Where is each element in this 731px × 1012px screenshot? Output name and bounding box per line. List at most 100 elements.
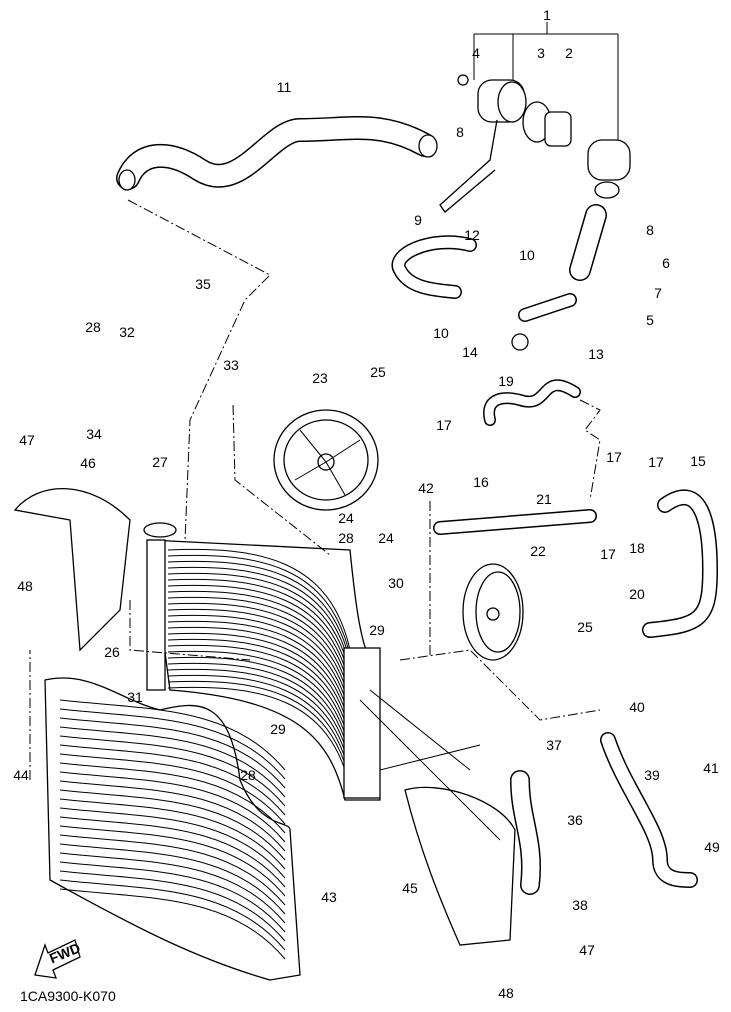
callout-35: 35 <box>195 276 211 292</box>
callout-21: 21 <box>536 491 552 507</box>
callout-4: 4 <box>472 45 480 61</box>
fan-22 <box>462 563 524 661</box>
radiator-fin <box>167 608 351 711</box>
radiator-fin <box>167 572 351 675</box>
callout-17: 17 <box>600 546 616 562</box>
radiator-fin <box>167 650 351 753</box>
callout-10: 10 <box>433 325 449 341</box>
grille-bar <box>59 843 286 915</box>
callout-39: 39 <box>644 767 660 783</box>
side-cover-46 <box>13 487 131 652</box>
grille-bar <box>59 852 286 924</box>
radiator-fin <box>167 614 351 717</box>
callout-49: 49 <box>704 839 720 855</box>
connection-line <box>29 399 601 780</box>
hose-6 <box>511 204 607 351</box>
radiator-fin <box>167 590 351 693</box>
callout-38: 38 <box>572 897 588 913</box>
grille-bar <box>59 771 286 843</box>
callout-15: 15 <box>690 453 706 469</box>
hose-36 <box>510 770 541 895</box>
grille-bar <box>59 735 286 807</box>
thermostat-housing <box>457 74 631 199</box>
grille-bar <box>59 762 286 834</box>
grille-bar <box>59 879 286 951</box>
callout-25: 25 <box>370 364 386 380</box>
fwd-arrow-icon: FWD <box>34 939 83 979</box>
radiator-fin <box>167 560 351 663</box>
grille-bar <box>59 870 286 942</box>
radiator-fin <box>167 644 351 747</box>
radiator-fin <box>167 632 351 735</box>
callout-44: 44 <box>13 767 29 783</box>
grille-bar <box>59 816 286 888</box>
grille-bar <box>59 780 286 852</box>
callout-12: 12 <box>464 227 480 243</box>
callout-2: 2 <box>565 45 573 61</box>
connection-line <box>127 199 271 541</box>
callout-43: 43 <box>321 889 337 905</box>
hose-16 <box>433 509 597 535</box>
callout-48: 48 <box>498 985 514 1001</box>
callout-34: 34 <box>86 426 102 442</box>
grille-bar <box>59 726 286 798</box>
grille-bar <box>59 753 286 825</box>
callout-23: 23 <box>312 370 328 386</box>
radiator-fin <box>167 584 351 687</box>
callout-11: 11 <box>277 79 292 95</box>
callout-48: 48 <box>17 578 33 594</box>
bracket-12 <box>439 119 498 213</box>
grille-bar <box>59 834 286 906</box>
callout-6: 6 <box>662 255 670 271</box>
callout-17: 17 <box>606 449 622 465</box>
callout-29: 29 <box>369 622 385 638</box>
grille-bar <box>59 699 286 771</box>
grille-bar <box>59 888 286 960</box>
hose-19 <box>483 379 581 426</box>
radiator-fin <box>167 548 351 651</box>
callout-28: 28 <box>85 319 101 335</box>
callout-18: 18 <box>629 540 645 556</box>
callout-22: 22 <box>530 543 546 559</box>
callout-24: 24 <box>378 530 394 546</box>
radiator-fin <box>167 596 351 699</box>
radiator <box>143 522 381 801</box>
callout-30: 30 <box>388 575 404 591</box>
callout-10: 10 <box>519 247 535 263</box>
fan-23 <box>273 409 379 511</box>
callout-26: 26 <box>104 644 120 660</box>
hose-39 <box>600 732 698 888</box>
grille-bar <box>59 717 286 789</box>
callout-37: 37 <box>546 737 562 753</box>
callout-16: 16 <box>473 474 489 490</box>
callout-29: 29 <box>270 721 286 737</box>
callout-3: 3 <box>537 45 545 61</box>
callout-28: 28 <box>338 530 354 546</box>
callout-bracket-1 <box>473 22 619 145</box>
callout-24: 24 <box>338 510 354 526</box>
callout-17: 17 <box>648 454 664 470</box>
radiator-fin <box>167 566 351 669</box>
callout-1: 1 <box>543 7 551 23</box>
grille-bar <box>59 825 286 897</box>
callout-33: 33 <box>223 357 239 373</box>
hose-9 <box>391 235 477 299</box>
hose-11 <box>116 116 438 191</box>
radiator-fin <box>167 674 351 777</box>
callout-7: 7 <box>654 285 662 301</box>
callout-17: 17 <box>436 417 452 433</box>
callout-9: 9 <box>414 212 422 228</box>
callout-19: 19 <box>498 373 514 389</box>
callout-40: 40 <box>629 699 645 715</box>
radiator-fin <box>167 554 351 657</box>
grille-bar <box>59 708 286 780</box>
callout-28: 28 <box>240 767 256 783</box>
grille-bar <box>59 798 286 870</box>
grille-43 <box>44 677 301 981</box>
callout-31: 31 <box>127 689 143 705</box>
callout-25: 25 <box>577 619 593 635</box>
callout-45: 45 <box>402 880 418 896</box>
grille-bar <box>59 744 286 816</box>
